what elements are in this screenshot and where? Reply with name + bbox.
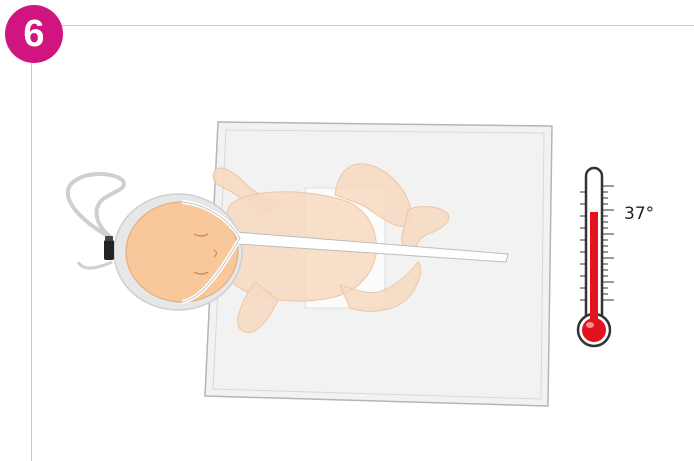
cord-lock xyxy=(104,240,114,260)
thermometer-bulb xyxy=(582,318,606,342)
cord-lock-top xyxy=(105,236,113,241)
thermometer-mercury xyxy=(590,212,598,328)
drawstring-loop xyxy=(68,174,124,238)
drawstring-loop-lower xyxy=(78,262,112,268)
temperature-label: 37° xyxy=(624,204,654,224)
thermometer xyxy=(578,168,614,346)
